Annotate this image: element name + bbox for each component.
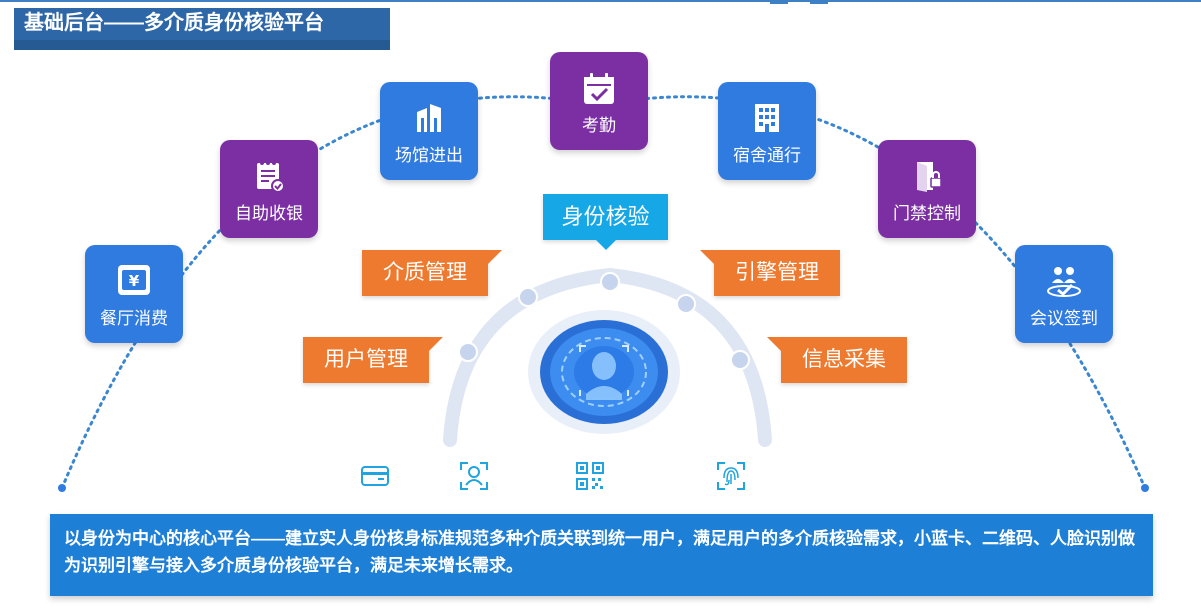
module-media-management-label: 介质管理 — [383, 261, 467, 284]
page-title-text: 基础后台——多介质身份核验平台 — [24, 12, 324, 34]
center-label-identity-verification: 身份核验 — [543, 194, 668, 250]
card-icon — [360, 463, 390, 494]
module-user-management[interactable]: 用户管理 — [303, 337, 443, 383]
top-tab-marker — [810, 0, 828, 4]
tile-self-checkout-label: 自助收银 — [235, 204, 303, 223]
top-border-line — [0, 0, 1201, 2]
apartment-icon — [749, 100, 785, 141]
tile-meeting-checkin[interactable]: 会议签到 — [1015, 245, 1113, 343]
module-user-management-label: 用户管理 — [324, 348, 408, 371]
yuan-ticket-icon: ¥ — [116, 263, 152, 302]
face-scan-icon — [458, 460, 490, 497]
tile-dormitory-label: 宿舍通行 — [733, 146, 801, 165]
svg-text:¥: ¥ — [129, 272, 140, 290]
tile-venue-access-label: 场馆进出 — [395, 146, 463, 165]
door-lock-icon — [909, 158, 945, 199]
description-box: 以身份为中心的核心平台——建立实人身份核身标准规范多种介质关联到统一用户，满足用… — [50, 514, 1153, 596]
tile-self-checkout[interactable]: 自助收银 — [220, 140, 318, 238]
module-info-collection-label: 信息采集 — [802, 348, 886, 371]
module-info-collection[interactable]: 信息采集 — [767, 337, 907, 383]
tile-dormitory[interactable]: 宿舍通行 — [718, 82, 816, 180]
tile-attendance-label: 考勤 — [582, 116, 616, 135]
top-tab-marker — [770, 0, 788, 4]
calendar-check-icon — [580, 70, 618, 113]
tile-access-control[interactable]: 门禁控制 — [878, 140, 976, 238]
center-label-text: 身份核验 — [561, 204, 650, 229]
face-recognition-emblem — [528, 310, 680, 434]
tile-restaurant-label: 餐厅消费 — [100, 309, 168, 328]
meeting-checkin-icon — [1044, 263, 1084, 304]
module-media-management[interactable]: 介质管理 — [362, 250, 502, 296]
module-engine-management-label: 引擎管理 — [735, 261, 819, 284]
module-engine-management[interactable]: 引擎管理 — [700, 250, 840, 296]
tile-meeting-checkin-label: 会议签到 — [1030, 309, 1098, 328]
tile-attendance[interactable]: 考勤 — [550, 52, 648, 150]
qr-code-icon — [575, 461, 605, 496]
tile-restaurant[interactable]: ¥ 餐厅消费 — [85, 245, 183, 343]
page-title: 基础后台——多介质身份核验平台 — [14, 8, 390, 50]
description-text: 以身份为中心的核心平台——建立实人身份核身标准规范多种介质关联到统一用户，满足用… — [64, 529, 1135, 575]
tile-venue-access[interactable]: 场馆进出 — [380, 82, 478, 180]
receipt-check-icon — [251, 158, 287, 199]
fingerprint-icon — [715, 460, 747, 497]
building-icon — [411, 100, 447, 141]
tile-access-control-label: 门禁控制 — [893, 204, 961, 223]
